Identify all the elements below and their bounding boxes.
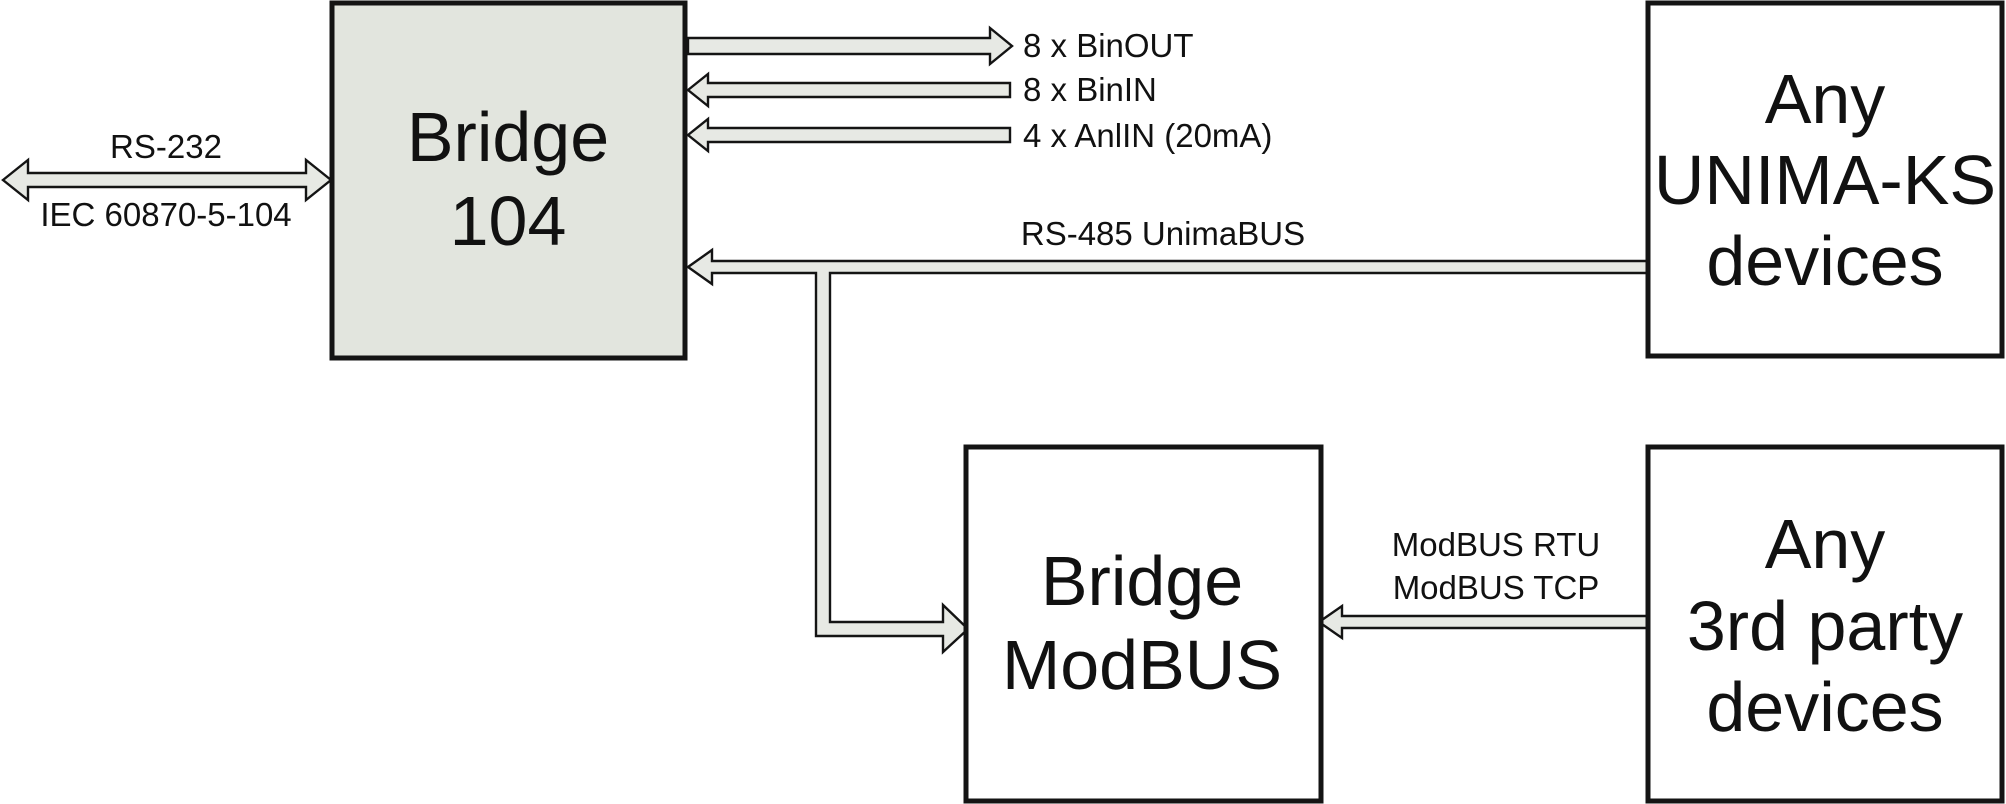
modbus-rtu-label: ModBUS RTU — [1392, 526, 1600, 563]
bridge-modbus-label-line2: ModBUS — [1002, 626, 1282, 704]
bridge104-label-line2: 104 — [450, 182, 567, 260]
iec-protocol-label: IEC 60870-5-104 — [40, 196, 291, 233]
third-party-devices-label-line2: 3rd party — [1687, 587, 1963, 665]
binout-arrow — [686, 25, 1014, 67]
rs232-bidirectional-arrow — [1, 157, 333, 203]
bridge104-label-line1: Bridge — [407, 98, 609, 176]
unima-devices-box — [1645, 0, 2005, 359]
modbus-tcp-label: ModBUS TCP — [1393, 569, 1600, 606]
unima-devices-label-line1: Any — [1765, 60, 1886, 138]
third-party-devices-box — [1645, 444, 2005, 804]
third-party-devices-label-line1: Any — [1765, 505, 1886, 583]
binout-label: 8 x BinOUT — [1023, 27, 1194, 64]
bridge104-box — [329, 0, 688, 361]
unima-devices-label-line3: devices — [1706, 222, 1943, 300]
bridge-modbus-label-line1: Bridge — [1041, 542, 1243, 620]
anlin-label: 4 x AnlIN (20mA) — [1023, 117, 1272, 154]
binin-label: 8 x BinIN — [1023, 71, 1157, 108]
anlin-arrow — [686, 116, 1012, 154]
rs485-unimabus-label: RS-485 UnimaBUS — [1021, 215, 1305, 252]
bridge-modbus-box — [963, 444, 1324, 804]
rs232-label: RS-232 — [110, 128, 222, 165]
third-party-devices-label-line3: devices — [1706, 668, 1943, 746]
unima-devices-label-line2: UNIMA-KS — [1654, 141, 1996, 219]
modbus-bidirectional-arrow — [1316, 603, 1677, 641]
binin-arrow — [686, 71, 1012, 109]
